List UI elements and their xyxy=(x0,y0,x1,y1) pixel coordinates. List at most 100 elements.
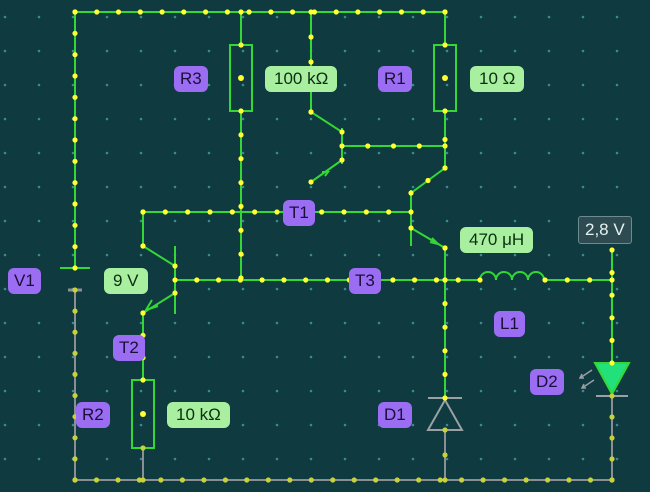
inductor-l1[interactable] xyxy=(479,271,545,281)
grid-dot xyxy=(377,15,381,19)
label-r1[interactable]: R1 xyxy=(378,66,412,92)
battery-v1[interactable] xyxy=(60,267,90,292)
diode-d1[interactable] xyxy=(426,397,464,431)
grid-dot xyxy=(513,151,517,155)
grid-dot xyxy=(241,83,245,87)
current-dot xyxy=(308,59,314,65)
current-dot xyxy=(72,52,78,58)
current-dot xyxy=(442,427,448,433)
current-dot xyxy=(609,292,615,298)
current-dot xyxy=(339,157,345,163)
label-r3[interactable]: R3 xyxy=(174,66,208,92)
grid-dot xyxy=(377,253,381,257)
grid-dot xyxy=(3,423,7,427)
grid-dot xyxy=(105,219,109,223)
value-r3[interactable]: 100 kΩ xyxy=(265,66,338,92)
current-dot xyxy=(609,360,615,366)
grid-dot xyxy=(479,151,483,155)
resistor-r1[interactable] xyxy=(433,44,457,112)
grid-dot xyxy=(479,253,483,257)
grid-dot xyxy=(105,83,109,87)
grid-dot xyxy=(241,151,245,155)
current-dot xyxy=(609,456,615,462)
grid-dot xyxy=(207,253,211,257)
voltage-meter[interactable]: 2,8 V xyxy=(578,216,632,244)
grid-dot xyxy=(241,219,245,223)
current-dot xyxy=(308,34,314,40)
grid-dot xyxy=(377,117,381,121)
current-dot xyxy=(246,9,252,15)
current-dot xyxy=(442,348,448,354)
resistor-r3[interactable] xyxy=(229,44,253,112)
current-dot xyxy=(319,209,325,215)
grid-dot xyxy=(343,389,347,393)
current-dot xyxy=(238,108,244,114)
current-dot xyxy=(609,393,615,399)
current-dot xyxy=(587,277,593,283)
grid-dot xyxy=(275,355,279,359)
current-dot xyxy=(72,73,78,79)
label-d1[interactable]: D1 xyxy=(378,402,412,428)
transistor-t1[interactable] xyxy=(410,190,442,246)
grid-dot xyxy=(139,117,143,121)
wire-t1-emitter[interactable] xyxy=(410,227,446,280)
value-r1[interactable]: 10 Ω xyxy=(470,66,525,92)
resistor-r2[interactable] xyxy=(131,379,155,449)
grid-dot xyxy=(309,389,313,393)
label-r2[interactable]: R2 xyxy=(76,402,110,428)
grid-dot xyxy=(37,151,41,155)
current-dot xyxy=(333,9,339,15)
grid-dot xyxy=(139,219,143,223)
grid-dot xyxy=(173,457,177,461)
current-dot xyxy=(324,277,331,283)
grid-dot xyxy=(241,117,245,121)
current-dot xyxy=(185,209,191,215)
grid-dot xyxy=(479,457,483,461)
label-l1[interactable]: L1 xyxy=(494,311,525,337)
wire-t2-collector[interactable] xyxy=(142,212,176,267)
value-l1[interactable]: 470 μH xyxy=(460,227,534,253)
current-dot xyxy=(181,9,187,15)
current-dot xyxy=(442,324,448,330)
grid-dot xyxy=(241,389,245,393)
grid-dot xyxy=(139,457,143,461)
grid-dot xyxy=(275,151,279,155)
grid-dot xyxy=(479,389,483,393)
current-dot xyxy=(72,158,78,164)
grid-dot xyxy=(411,83,415,87)
current-dot xyxy=(566,477,572,483)
current-dot xyxy=(268,9,274,15)
value-r2[interactable]: 10 kΩ xyxy=(167,402,230,428)
current-dot xyxy=(502,477,508,483)
transistor-t3[interactable] xyxy=(322,128,343,177)
current-dot xyxy=(281,277,287,283)
label-t1[interactable]: T1 xyxy=(283,200,315,226)
grid-dot xyxy=(547,219,551,223)
grid-dot xyxy=(343,321,347,325)
current-dot xyxy=(72,201,78,207)
current-dot xyxy=(72,329,78,335)
grid-dot xyxy=(105,185,109,189)
grid-dot xyxy=(411,185,415,189)
current-dot xyxy=(412,277,418,283)
label-t2[interactable]: T2 xyxy=(113,335,145,361)
led-d2[interactable] xyxy=(578,362,631,397)
value-v1[interactable]: 9 V xyxy=(104,268,148,294)
current-dot xyxy=(115,477,121,483)
label-d2[interactable]: D2 xyxy=(530,369,564,395)
grid-dot xyxy=(411,321,415,325)
current-dot xyxy=(308,179,314,185)
grid-dot xyxy=(37,423,41,427)
label-t3[interactable]: T3 xyxy=(349,268,381,294)
grid-dot xyxy=(3,151,7,155)
grid-dot xyxy=(139,253,143,257)
grid-dot xyxy=(411,219,415,223)
grid-dot xyxy=(105,253,109,257)
grid-dot xyxy=(377,389,381,393)
grid-dot xyxy=(615,185,619,189)
grid-dot xyxy=(513,355,517,359)
current-dot xyxy=(587,477,594,483)
grid-dot xyxy=(275,457,279,461)
label-v1[interactable]: V1 xyxy=(8,268,41,294)
